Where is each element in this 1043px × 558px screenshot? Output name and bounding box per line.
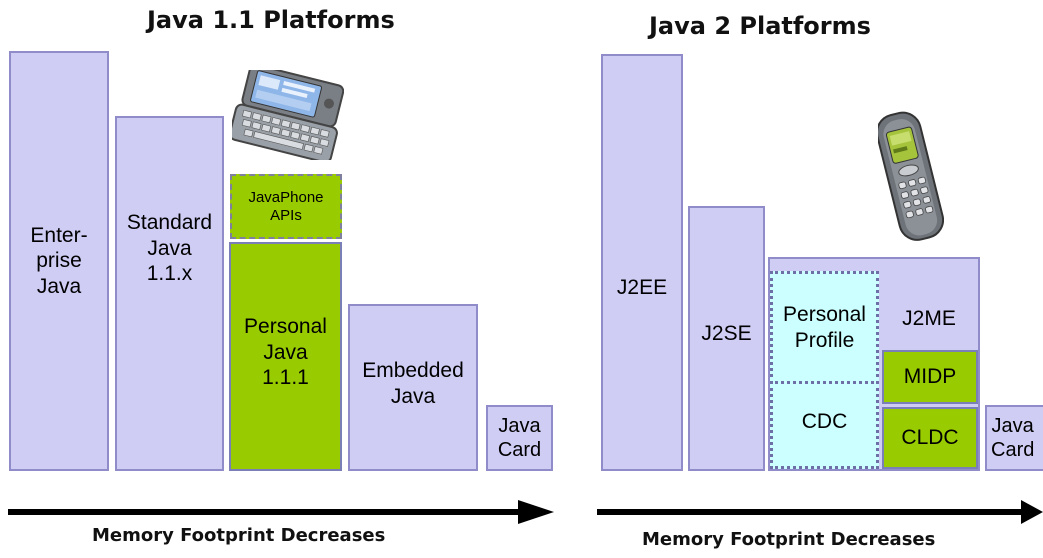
j2me-label: J2ME xyxy=(902,307,956,331)
cldc-label: CLDC xyxy=(901,426,959,450)
enterprise-java-label: Enter- prise Java xyxy=(30,223,88,298)
left-arrow xyxy=(8,500,554,524)
j2se-label: J2SE xyxy=(701,321,752,345)
personal-java-box: Personal Java 1.1.1 xyxy=(229,242,342,471)
right-title: Java 2 Platforms xyxy=(649,12,871,40)
enterprise-java-box: Enter- prise Java xyxy=(9,51,109,471)
cdc-label: CDC xyxy=(801,410,848,434)
java-card-box: Java Card xyxy=(486,405,553,471)
right-java-card-box: Java Card xyxy=(985,405,1043,471)
left-title: Java 1.1 Platforms xyxy=(147,6,395,34)
javaphone-apis-label: JavaPhone APIs xyxy=(248,188,324,224)
communicator-device-icon xyxy=(232,70,344,160)
java-card-label: Java Card xyxy=(497,414,542,461)
embedded-java-label: Embedded Java xyxy=(362,358,464,408)
j2se-box: J2SE xyxy=(688,206,765,471)
j2ee-box: J2EE xyxy=(601,54,683,471)
personal-profile-label: Personal Profile xyxy=(783,302,866,352)
right-java-card-label: Java Card xyxy=(991,414,1035,461)
standard-java-box: Standard Java 1.1.x xyxy=(115,116,224,471)
j2me-label-area: J2ME xyxy=(880,300,978,338)
personal-profile-box: Personal Profile xyxy=(770,271,879,384)
mobile-phone-icon xyxy=(878,111,944,241)
j2ee-label: J2EE xyxy=(616,275,668,299)
right-caption: Memory Footprint Decreases xyxy=(642,529,936,550)
midp-box: MIDP xyxy=(882,350,978,404)
cdc-box: CDC xyxy=(770,381,879,469)
right-arrow xyxy=(597,500,1043,524)
standard-java-label: Standard Java 1.1.x xyxy=(126,211,213,286)
midp-label: MIDP xyxy=(903,365,957,389)
embedded-java-box: Embedded Java xyxy=(348,304,478,471)
javaphone-apis-box: JavaPhone APIs xyxy=(230,174,342,239)
cldc-box: CLDC xyxy=(882,407,978,469)
personal-java-label: Personal Java 1.1.1 xyxy=(244,315,327,390)
left-caption: Memory Footprint Decreases xyxy=(92,525,386,546)
